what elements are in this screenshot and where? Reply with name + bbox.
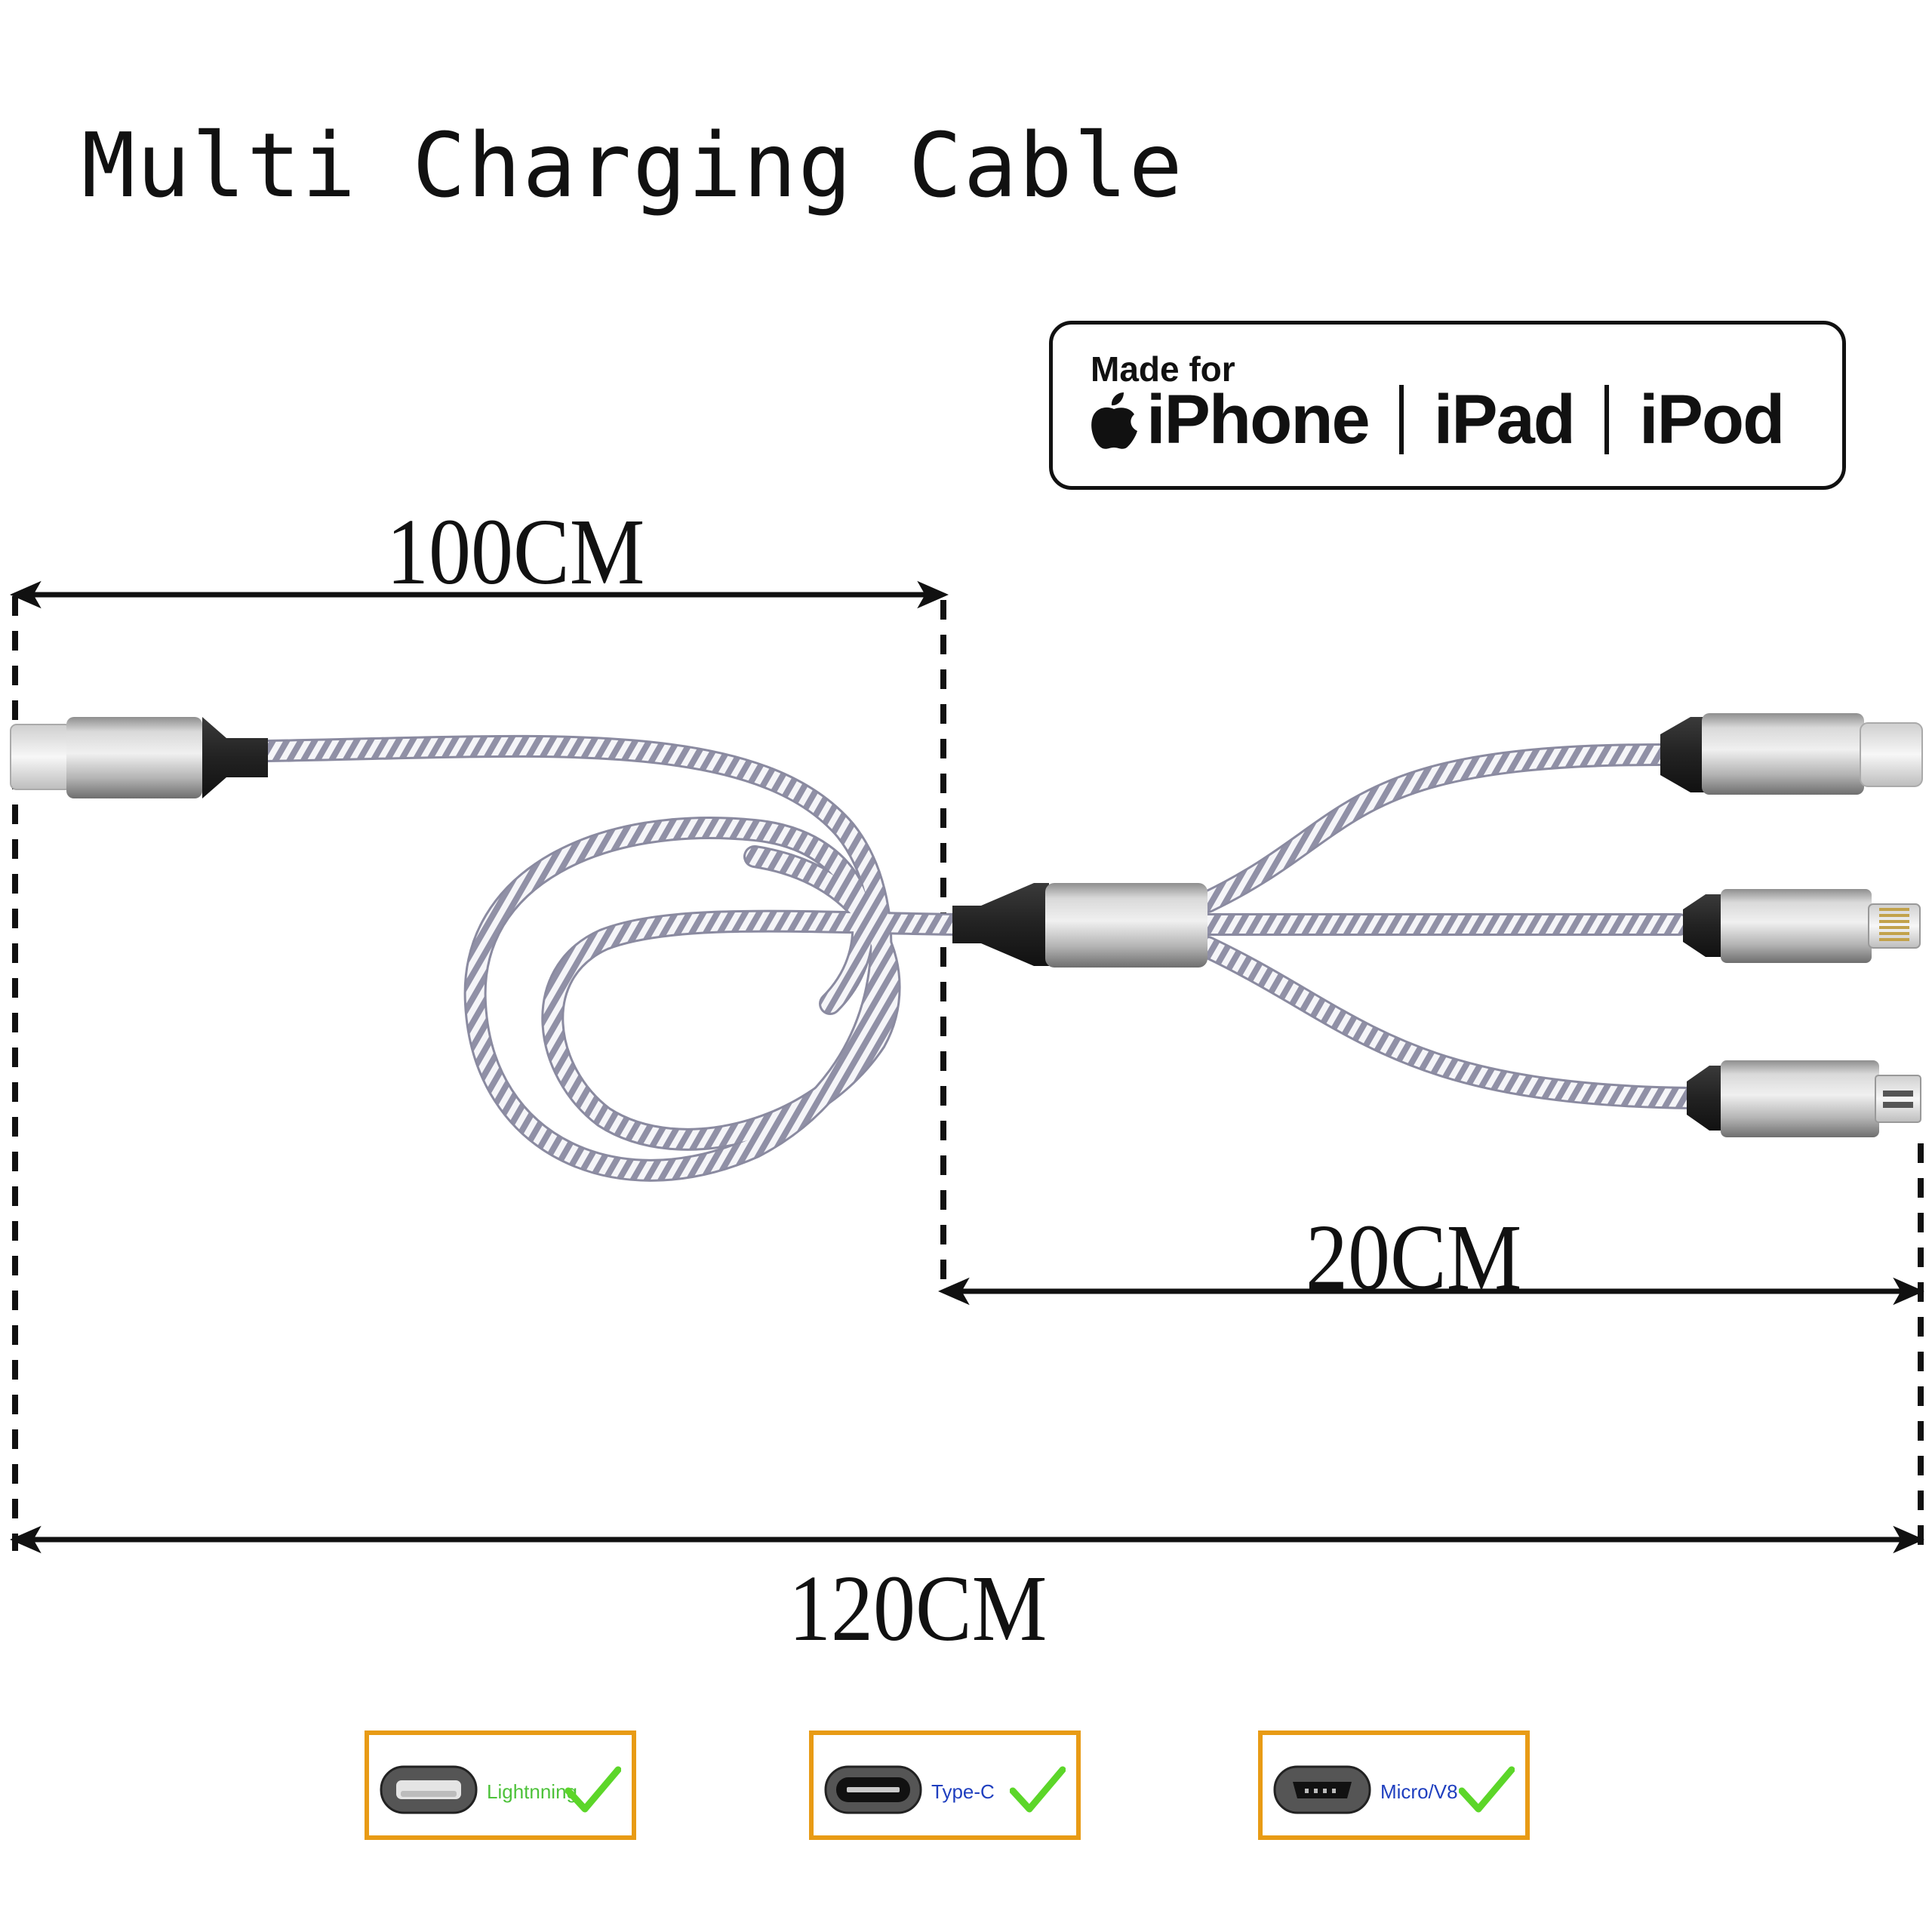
type-c-port-icon [824, 1765, 922, 1814]
apple-logo-icon [1091, 392, 1137, 449]
lightning-port-icon [380, 1765, 478, 1814]
dimension-arrows [10, 580, 1924, 1554]
compat-box-lightning: Lightnning [365, 1730, 636, 1840]
output-type-c-connector [1660, 713, 1923, 795]
branch-length-label: 20CM [1306, 1205, 1522, 1311]
checkmark-icon [565, 1766, 621, 1813]
splitter-housing [952, 883, 1208, 968]
main-length-label: 100CM [386, 500, 645, 605]
checkmark-icon [1010, 1766, 1066, 1813]
page-title: Multi Charging Cable [82, 113, 1184, 217]
connector-label: Micro/V8 [1380, 1780, 1458, 1803]
compat-box-micro-usb: Micro/V8 [1258, 1730, 1530, 1840]
micro-usb-port-icon [1273, 1765, 1371, 1814]
checkmark-icon [1459, 1766, 1515, 1813]
divider [1604, 385, 1609, 454]
device-row: iPhone iPad iPod [1089, 381, 1785, 458]
compat-box-type-c: Type-C [809, 1730, 1081, 1840]
device-ipod: iPod [1638, 381, 1785, 458]
made-for-label: Made for [1091, 349, 1235, 389]
total-length-label: 120CM [789, 1556, 1048, 1662]
divider [1398, 385, 1404, 454]
braided-cable [257, 734, 1702, 1182]
connector-label: Type-C [931, 1780, 995, 1803]
input-type-c-connector [10, 717, 268, 798]
device-ipad: iPad [1433, 381, 1576, 458]
made-for-apple-badge: Made for iPhone iPad iPod [1049, 321, 1846, 490]
output-micro-usb-connector [1687, 1060, 1921, 1137]
guide-lines [12, 596, 1924, 1551]
output-lightning-connector [1683, 889, 1921, 963]
device-iphone: iPhone [1146, 381, 1371, 458]
connector-label: Lightnning [487, 1780, 577, 1803]
